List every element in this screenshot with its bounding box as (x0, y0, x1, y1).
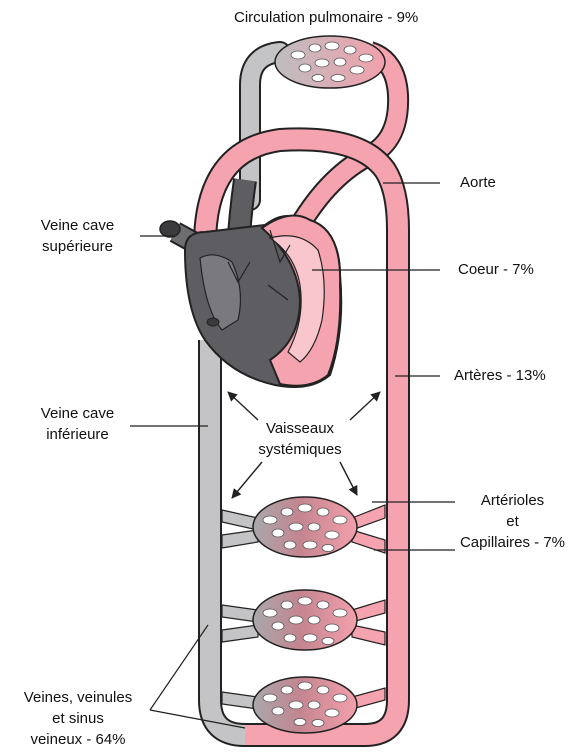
ivc-label: Veine cave inférieure (20, 403, 135, 445)
svc-label-line1: Veine cave (20, 215, 135, 236)
arterioles-label-line3: Capillaires - 7% (450, 532, 575, 553)
veins-leader-2 (150, 710, 245, 728)
arterioles-label: Artérioles et Capillaires - 7% (450, 490, 575, 553)
arrow-down-left (232, 462, 262, 498)
svc-label: Veine cave supérieure (20, 215, 135, 257)
veins-label-line2: et sinus (8, 708, 148, 729)
arteries-label: Artères - 13% (454, 365, 546, 386)
systemic-label-line2: systémiques (240, 439, 360, 460)
arterioles-label-line2: et (450, 511, 575, 532)
capillary-bed-2 (222, 590, 385, 650)
veins-label-line3: veineux - 64% (8, 729, 148, 750)
arrow-up-left (228, 392, 258, 420)
systemic-label-line1: Vaisseaux (240, 418, 360, 439)
aorta-label: Aorte (460, 172, 496, 193)
arrow-up-right (350, 392, 380, 420)
systemic-label: Vaisseaux systémiques (240, 418, 360, 460)
ivc-label-line1: Veine cave (20, 403, 135, 424)
ivc-label-line2: inférieure (20, 424, 135, 445)
capillary-bed-1 (222, 497, 385, 557)
arrow-down-right (340, 462, 357, 495)
pulmonary-label: Circulation pulmonaire - 9% (234, 7, 418, 28)
heart-label: Coeur - 7% (458, 259, 534, 280)
veins-label: Veines, veinules et sinus veineux - 64% (8, 687, 148, 750)
systemic-capillary-beds (222, 497, 385, 733)
arterioles-label-line1: Artérioles (450, 490, 575, 511)
svc-label-line2: supérieure (20, 236, 135, 257)
veins-label-line1: Veines, veinules (8, 687, 148, 708)
